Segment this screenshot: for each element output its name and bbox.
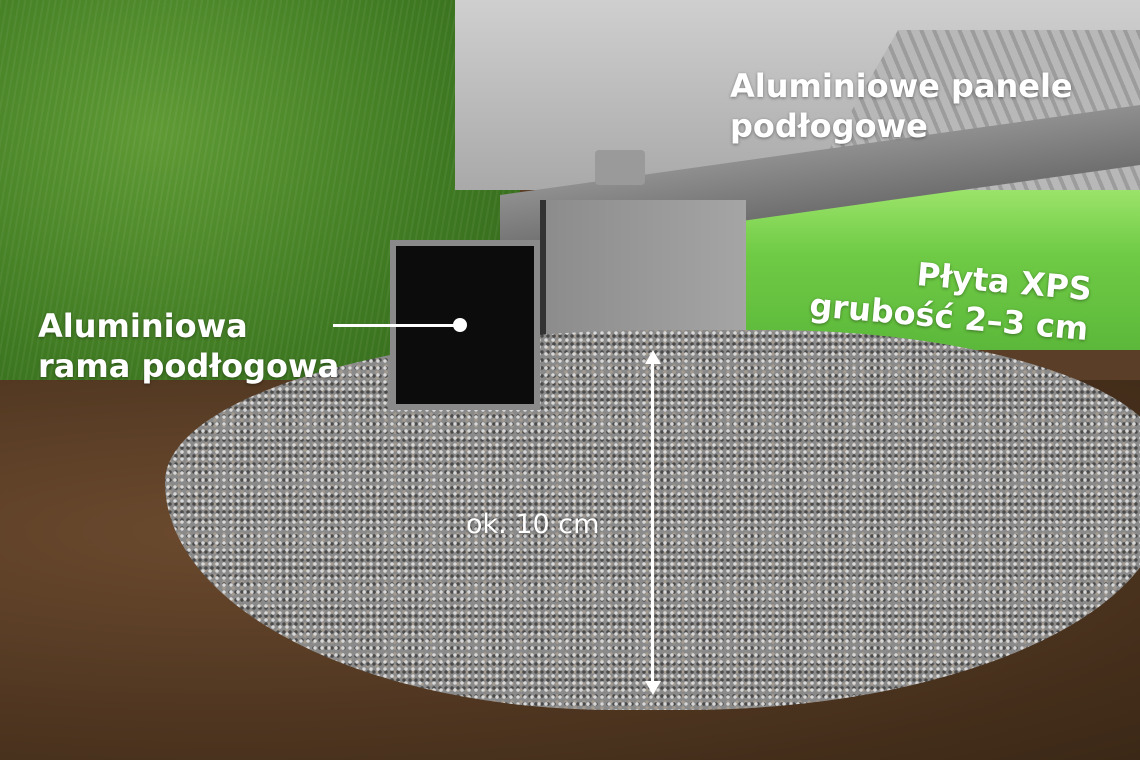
arrow-down-icon [644,681,661,695]
arrow-up-icon [644,350,661,364]
bolt [595,150,645,185]
panels-label-line2: podłogowe [730,107,928,145]
depth-label: ok. 10 cm [466,509,600,540]
frame-leader-dot [453,318,467,332]
frame-label: Aluminiowa rama podłogowa [38,306,339,386]
depth-arrow [644,350,661,695]
panels-label-line1: Aluminiowe panele [730,67,1073,105]
panels-label: Aluminiowe panele podłogowe [730,66,1073,146]
frame-leader-line [333,324,461,327]
frame-label-line1: Aluminiowa [38,307,248,345]
frame-label-line2: rama podłogowa [38,347,340,385]
xps-board [730,190,1140,350]
